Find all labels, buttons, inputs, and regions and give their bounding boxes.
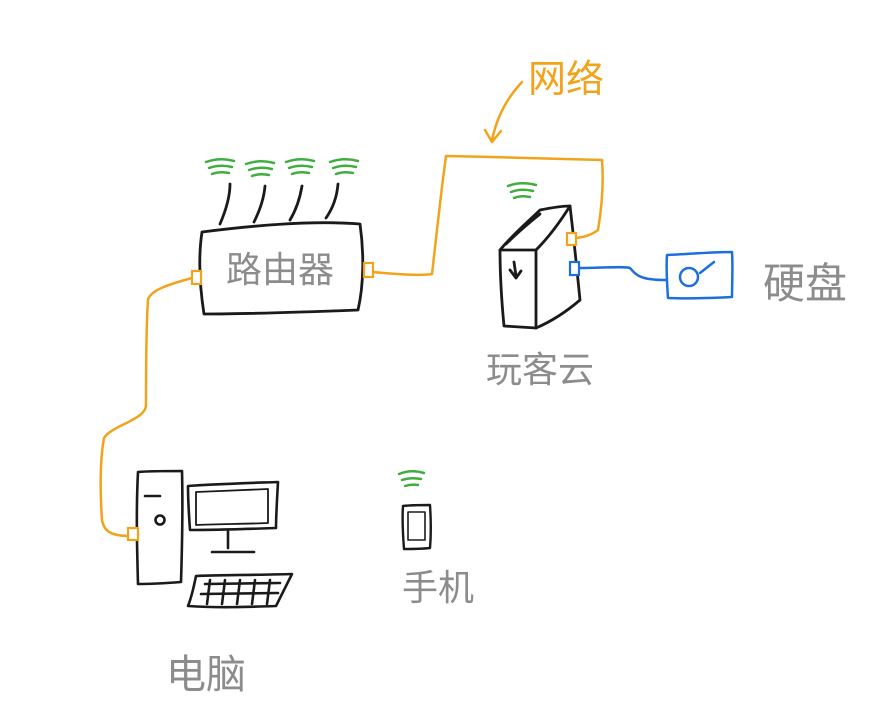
hard-disk-label: 硬盘 bbox=[763, 259, 847, 308]
network-arrow bbox=[490, 80, 524, 142]
hard-disk: 硬盘 bbox=[665, 250, 847, 308]
desktop-computer-icon bbox=[135, 469, 294, 609]
wifi-signal-icon bbox=[397, 470, 426, 488]
cable-router-pc bbox=[99, 276, 194, 538]
pc-label: 电脑 bbox=[166, 652, 246, 698]
network-arrow-head bbox=[483, 128, 503, 144]
pc-ethernet-port bbox=[126, 526, 140, 542]
hard-disk-icon bbox=[665, 250, 734, 300]
smartphone-icon bbox=[401, 503, 432, 551]
phone: 手机 bbox=[397, 470, 474, 609]
device: 玩客云 bbox=[486, 182, 594, 391]
wifi-signal-icon bbox=[506, 182, 538, 200]
cable-router-device bbox=[370, 154, 604, 277]
network-label: 网络 bbox=[528, 57, 604, 101]
device-ethernet-port bbox=[565, 231, 578, 247]
device-label: 玩客云 bbox=[486, 350, 594, 391]
router: 路由器 bbox=[190, 158, 375, 316]
set-top-box-icon bbox=[498, 204, 582, 330]
pc: 电脑 bbox=[126, 469, 294, 698]
router-label: 路由器 bbox=[226, 250, 334, 291]
wifi-signal-icon bbox=[204, 158, 360, 178]
cable-device-disk bbox=[578, 265, 667, 282]
phone-label: 手机 bbox=[402, 568, 474, 609]
cables bbox=[99, 80, 667, 538]
router-icon bbox=[190, 158, 375, 316]
device-usb-port bbox=[568, 260, 581, 277]
